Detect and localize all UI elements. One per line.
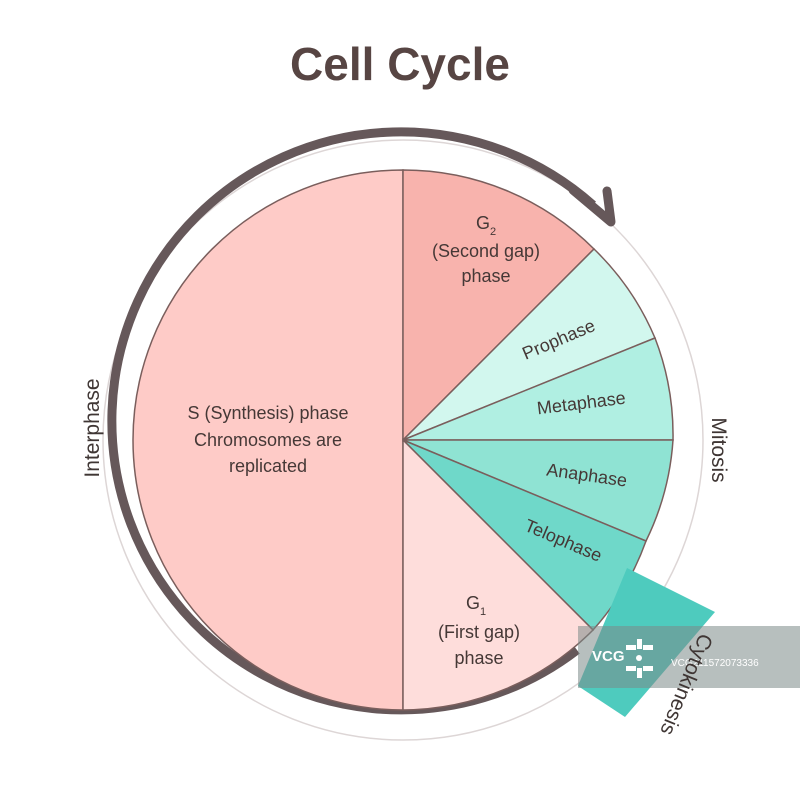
- outer-ring: [102, 139, 704, 741]
- s-phase-label-line1: S (Synthesis) phase: [187, 403, 348, 423]
- watermark-id: VCG211572073336: [671, 658, 759, 669]
- g2-label-line3: phase: [461, 266, 510, 286]
- interphase-label: Interphase: [81, 378, 104, 477]
- g1-label-line3: phase: [454, 648, 503, 668]
- s-phase-label-line2: Chromosomes are: [194, 430, 342, 450]
- g1-label-letter: G1: [466, 593, 486, 618]
- mitosis-label: Mitosis: [707, 417, 730, 482]
- g2-label-letter: G2: [476, 213, 496, 238]
- watermark: VCG VCG211572073336: [578, 626, 800, 688]
- watermark-logo: VCG: [592, 648, 625, 665]
- g2-phase-sector: [402, 169, 596, 442]
- g1-label-line2: (First gap): [438, 622, 520, 642]
- g2-label-subscript: 2: [490, 226, 496, 238]
- interphase-arrowhead-icon: [568, 185, 616, 227]
- g2-label-line2: (Second gap): [432, 241, 540, 261]
- s-phase-sector: [132, 169, 404, 711]
- page-title: Cell Cycle: [290, 38, 510, 90]
- watermark-pinwheel-icon: [626, 639, 653, 678]
- g1-label-subscript: 1: [480, 606, 486, 618]
- s-phase-label-line3: replicated: [229, 456, 307, 476]
- watermark-band: [578, 626, 800, 688]
